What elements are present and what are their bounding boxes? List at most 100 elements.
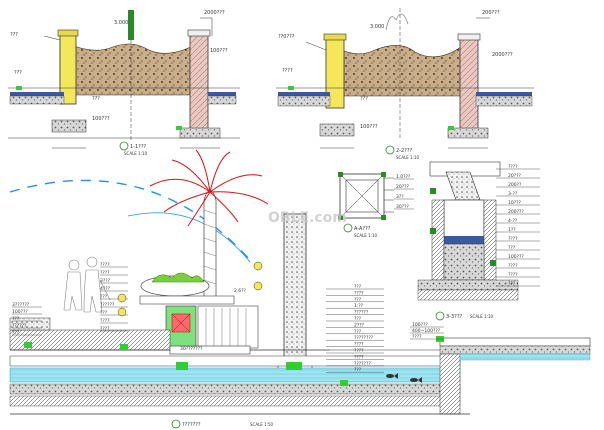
level-marker bbox=[253, 261, 263, 271]
section-1-marker bbox=[119, 141, 129, 151]
label-top-right-base: 100??? bbox=[360, 124, 378, 130]
dashed-arc bbox=[9, 179, 251, 261]
level-marker bbox=[117, 307, 127, 317]
callout-label: 100??? bbox=[12, 309, 28, 315]
callout-label: 20??? bbox=[396, 184, 410, 190]
callout-label: ??? bbox=[354, 297, 362, 303]
callout-label: ???? bbox=[508, 272, 518, 278]
label-top-right-grade: 3.000 bbox=[370, 24, 384, 30]
section-3-scale: SCALE 1:10 bbox=[470, 314, 494, 319]
callout-label: 1.0??? bbox=[396, 174, 411, 180]
section-2-marker bbox=[385, 145, 395, 155]
label-top-left-right: ??? bbox=[92, 96, 100, 102]
callout-label: ??? bbox=[354, 367, 362, 373]
callout-label: ???? bbox=[508, 164, 518, 170]
callout-label: ???? bbox=[508, 263, 518, 269]
callout-label: ?????? bbox=[12, 323, 27, 329]
callout-label: ???? bbox=[412, 334, 422, 340]
callout-label: 200?? bbox=[508, 182, 522, 188]
plan-a-a bbox=[338, 172, 394, 220]
callout-label: 100??? bbox=[508, 254, 524, 260]
section-main-marker bbox=[171, 419, 181, 429]
callout-label: ?????? bbox=[354, 310, 369, 316]
section-main-title: ??????? bbox=[182, 422, 201, 428]
label-top-right-left: ??0??? bbox=[278, 34, 295, 40]
people-silhouette bbox=[63, 256, 111, 313]
section-a-title: A-A??? bbox=[354, 226, 371, 232]
callout-label: 3-?? bbox=[508, 191, 518, 197]
section-1-title: 1-1??? bbox=[130, 144, 146, 150]
section-2-title: 2-2??? bbox=[396, 148, 412, 154]
section-1-1 bbox=[8, 10, 240, 149]
callout-label: 30??? bbox=[396, 204, 410, 210]
callout-label: 3??? bbox=[100, 278, 111, 284]
inner-arc bbox=[127, 212, 251, 263]
callout-label: ???? bbox=[508, 236, 518, 242]
right-elev-callout-group: ??????????1:???????????2????????????????… bbox=[326, 284, 384, 373]
callout-label: 10??? bbox=[508, 200, 522, 206]
planter bbox=[139, 272, 259, 349]
label-top-left-base: 100??? bbox=[92, 116, 110, 122]
level-marker bbox=[117, 293, 127, 303]
callout-label: ??? bbox=[508, 245, 516, 251]
section-a-scale: SCALE 1:10 bbox=[354, 233, 378, 238]
callout-label: ???????? bbox=[354, 335, 374, 341]
fish-icons bbox=[386, 373, 422, 383]
callout-label: 20??? bbox=[508, 173, 522, 179]
callout-label: 2??? bbox=[354, 322, 365, 328]
callout-label: ??? bbox=[100, 310, 108, 316]
callout-label: 200??? bbox=[508, 209, 524, 215]
stone-column bbox=[283, 213, 307, 365]
watermark: OBLE.com bbox=[268, 210, 347, 226]
callout-label: ???? bbox=[354, 290, 364, 296]
callout-label: ??? bbox=[354, 316, 362, 322]
section-2-2 bbox=[276, 8, 534, 149]
callout-label: 4-?? bbox=[508, 218, 518, 224]
callout-label: ??????? bbox=[354, 361, 371, 367]
callout-label: ?????? bbox=[100, 302, 115, 308]
label-top-right-mid: ??? bbox=[360, 96, 368, 102]
right-terrace bbox=[10, 336, 591, 415]
elevation-tag: 2.6?? bbox=[234, 288, 247, 294]
callout-label: ???? bbox=[354, 342, 364, 348]
section-1-scale: SCALE 1:10 bbox=[124, 151, 148, 156]
level-marker bbox=[253, 281, 263, 291]
callout-label: ??? bbox=[12, 316, 20, 322]
label-top-right-low: ???? bbox=[282, 68, 293, 74]
section-a-marker bbox=[343, 223, 353, 233]
callout-label: 1?? bbox=[508, 227, 516, 233]
section-main-scale: SCALE 1:50 bbox=[250, 422, 274, 427]
callout-label: ???? bbox=[100, 326, 110, 332]
label-top-left-low: ??? bbox=[10, 32, 18, 38]
callout-label: ??? bbox=[354, 284, 362, 290]
callout-label: 400~100??? bbox=[412, 328, 441, 334]
label-top-right-side: 2000??? bbox=[492, 52, 513, 58]
label-top-left-mid: ??? bbox=[14, 70, 22, 76]
callout-label: ???? bbox=[100, 270, 110, 276]
section-2-scale: SCALE 1:10 bbox=[396, 155, 420, 160]
callout-label: ??? bbox=[354, 329, 362, 335]
detail-3-3 bbox=[417, 161, 519, 301]
callout-label: ???? bbox=[100, 262, 110, 268]
water-note: 30??????? bbox=[180, 346, 203, 352]
section-3-marker bbox=[435, 311, 445, 321]
callout-label: 1:?? bbox=[354, 303, 364, 309]
callout-label: 100??? bbox=[412, 322, 428, 328]
left-callout-group: 3??????100??????????????? bbox=[12, 302, 42, 336]
callout-label: ???? bbox=[100, 318, 110, 324]
plan-callout-group: 1.0???20???3??30??? bbox=[394, 174, 414, 210]
label-top-right-callout: 200??? bbox=[482, 10, 500, 16]
callout-label: ??? bbox=[100, 294, 108, 300]
section-3-title: 3-3??? bbox=[446, 314, 462, 320]
label-top-left-side: 100??? bbox=[210, 48, 228, 54]
callout-label: ???? bbox=[354, 348, 364, 354]
callout-label: 4??? bbox=[100, 286, 111, 292]
callout-label: ??? bbox=[508, 281, 516, 287]
bottom-right-callout-group: 100???400~100??????? bbox=[410, 322, 444, 340]
label-top-left-callout: 2000??? bbox=[204, 10, 225, 16]
main-callout-group: ???????? 3??? 4??????????????????????? bbox=[100, 262, 128, 332]
palm-tree bbox=[149, 149, 269, 301]
label-top-left-grade: 3.000 bbox=[114, 20, 128, 26]
right-detail-callout-group: ???? 20??? 200?? 3-?? 10??? 200??? 4-?? 1??????… bbox=[496, 164, 540, 287]
